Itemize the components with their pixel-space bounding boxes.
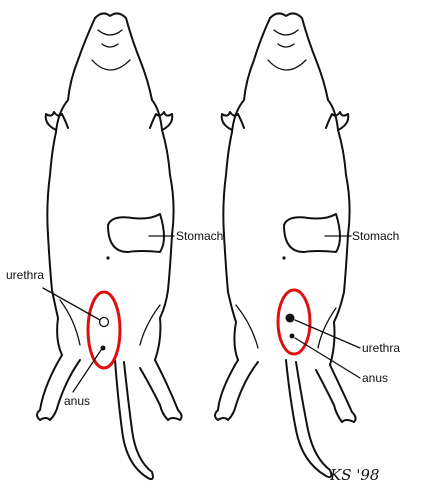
left-urethra-label: urethra [6,268,44,282]
left-rat-outline [37,13,182,479]
left-anus-leader [73,350,101,392]
left-anus-label: anus [64,394,90,408]
left-stomach-label: Stomach [176,229,223,243]
right-anus-label: anus [362,371,388,385]
right-urethra-label: urethra [362,341,400,355]
right-stomach-label: Stomach [352,229,399,243]
right-rat-outline [215,13,356,477]
left-highlight-ellipse [88,292,120,368]
artist-signature: KS '98 [329,466,379,484]
